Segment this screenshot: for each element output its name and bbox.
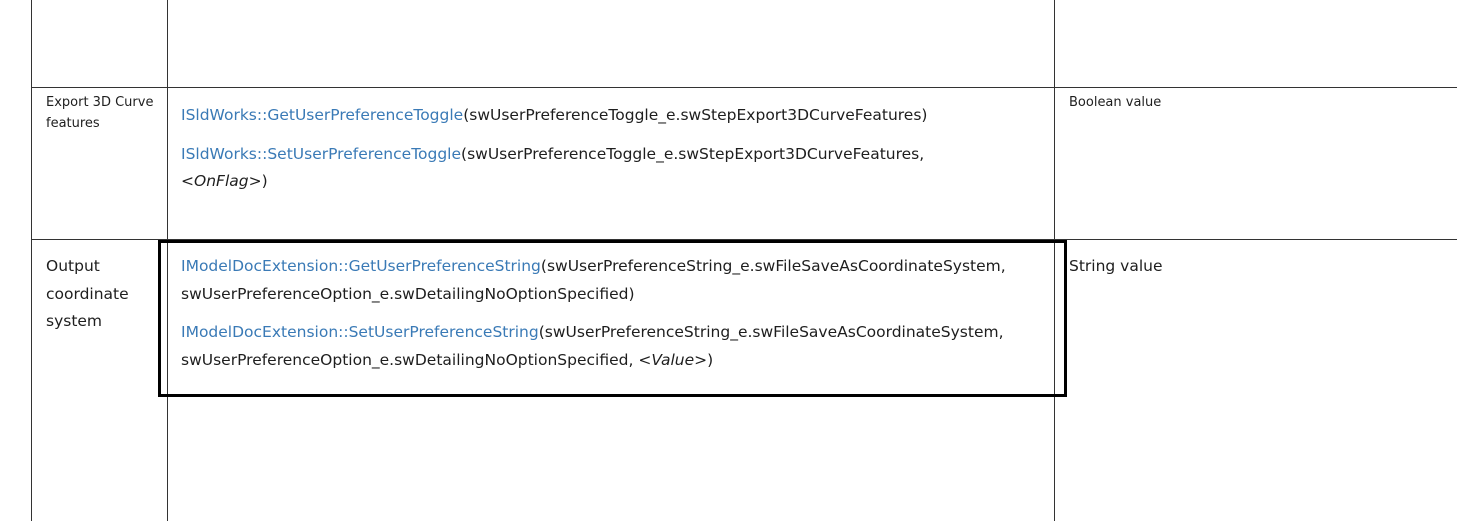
set-toggle-close: >) [248, 172, 268, 190]
set-string-call: IModelDocExtension::SetUserPreferenceStr… [181, 319, 1051, 374]
set-user-preference-string-link[interactable]: IModelDocExtension::SetUserPreferenceStr… [181, 323, 539, 341]
row-export-3d-curve-api: ISldWorks::GetUserPreferenceToggle(swUse… [181, 102, 1041, 196]
get-string-args-line2: swUserPreferenceOption_e.swDetailingNoOp… [181, 284, 635, 303]
set-string-args-line1: (swUserPreferenceString_e.swFileSaveAsCo… [538, 323, 1004, 341]
set-toggle-open: < [181, 172, 194, 190]
row-output-coordinate-name: Output coordinate system [46, 257, 129, 330]
set-toggle-param: OnFlag [194, 172, 249, 190]
row-divider-1 [31, 87, 1457, 88]
row-output-coordinate-api: IModelDocExtension::GetUserPreferenceStr… [181, 253, 1051, 374]
get-toggle-call: ISldWorks::GetUserPreferenceToggle(swUse… [181, 102, 1041, 130]
row-export-3d-curve-type: Boolean value [1069, 95, 1162, 110]
row-output-coordinate-type: String value [1069, 257, 1163, 275]
set-string-param: Value [651, 350, 695, 369]
set-string-close: >) [694, 350, 714, 369]
column-divider-2 [1054, 0, 1055, 521]
set-string-args-line2: swUserPreferenceOption_e.swDetailingNoOp… [181, 350, 652, 369]
set-toggle-call: ISldWorks::SetUserPreferenceToggle(swUse… [181, 141, 1041, 196]
row-divider-2 [31, 239, 1457, 240]
get-user-preference-toggle-link[interactable]: ISldWorks::GetUserPreferenceToggle [181, 106, 464, 124]
get-string-args-line1: (swUserPreferenceString_e.swFileSaveAsCo… [540, 257, 1006, 275]
row-export-3d-curve-name: Export 3D Curve features [46, 95, 154, 131]
column-divider-1 [167, 0, 168, 521]
set-user-preference-toggle-link[interactable]: ISldWorks::SetUserPreferenceToggle [181, 144, 462, 163]
set-toggle-args: (swUserPreferenceToggle_e.swStepExport3D… [461, 144, 925, 163]
get-toggle-args: (swUserPreferenceToggle_e.swStepExport3D… [463, 106, 928, 124]
get-user-preference-string-link[interactable]: IModelDocExtension::GetUserPreferenceStr… [181, 257, 541, 275]
table-border-left [31, 0, 32, 521]
get-string-call: IModelDocExtension::GetUserPreferenceStr… [181, 253, 1051, 308]
